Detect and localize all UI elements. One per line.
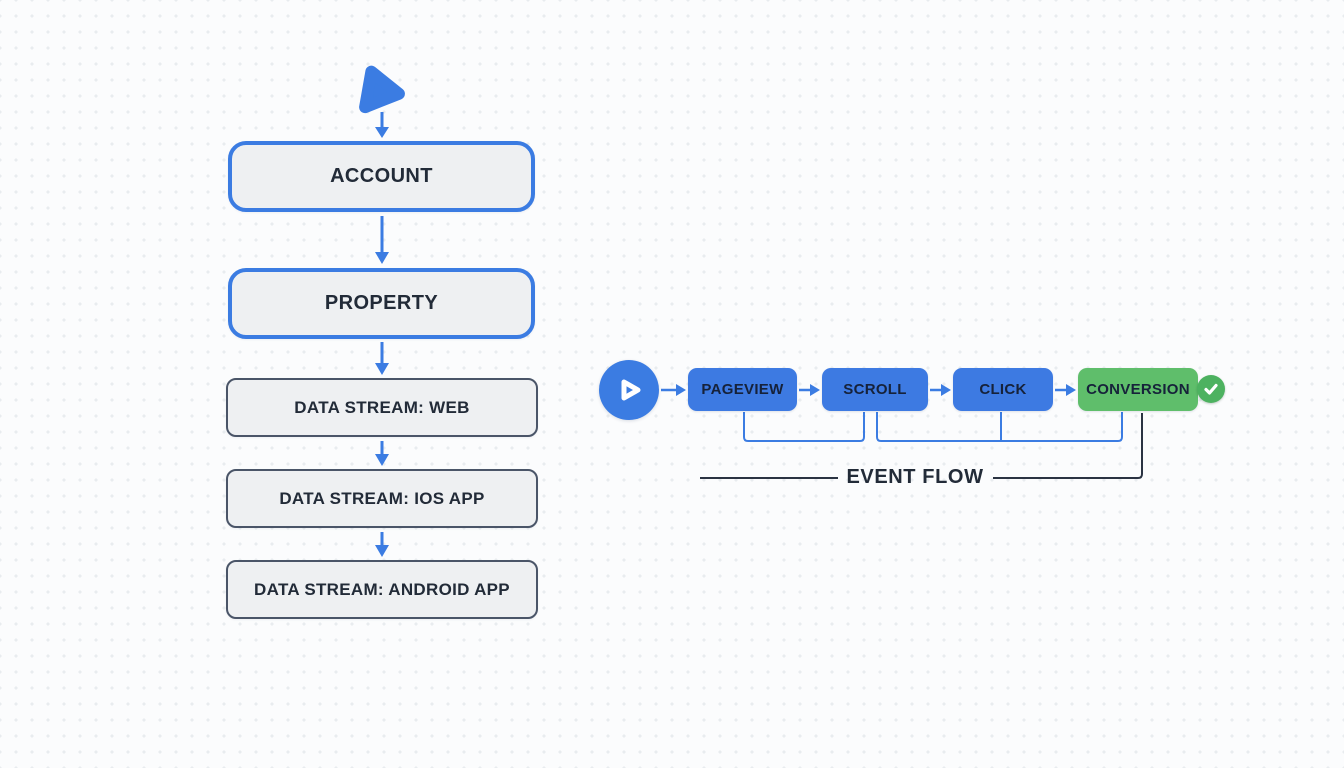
step-scroll-label: SCROLL: [843, 381, 907, 398]
step-pageview: PAGEVIEW: [688, 368, 797, 411]
node-data-stream-ios: DATA STREAM: IOS APP: [226, 469, 538, 528]
step-click: CLICK: [953, 368, 1053, 411]
node-account-label: ACCOUNT: [330, 165, 433, 187]
node-property-label: PROPERTY: [324, 292, 439, 314]
node-data-stream-android: DATA STREAM: ANDROID APP: [226, 560, 538, 619]
node-data-stream-android-label: DATA STREAM: ANDROID APP: [254, 579, 510, 599]
node-data-stream-web: DATA STREAM: WEB: [226, 378, 538, 437]
node-property: PROPERTY: [228, 268, 535, 339]
step-conversion-label: CONVERSION: [1086, 381, 1190, 398]
play-glyph: [621, 379, 641, 401]
step-click-label: CLICK: [979, 381, 1027, 398]
step-conversion: CONVERSION: [1078, 368, 1198, 411]
event-flow-caption: EVENT FLOW: [846, 466, 984, 488]
check-icon: [1197, 375, 1225, 403]
step-pageview-label: PAGEVIEW: [701, 381, 784, 398]
node-account: ACCOUNT: [228, 141, 535, 212]
play-triangle-icon: [359, 65, 405, 114]
play-circle-icon: [599, 360, 659, 420]
check-glyph: [1204, 383, 1218, 395]
node-data-stream-ios-label: DATA STREAM: IOS APP: [279, 488, 485, 508]
node-data-stream-web-label: DATA STREAM: WEB: [294, 397, 470, 417]
step-scroll: SCROLL: [822, 368, 928, 411]
